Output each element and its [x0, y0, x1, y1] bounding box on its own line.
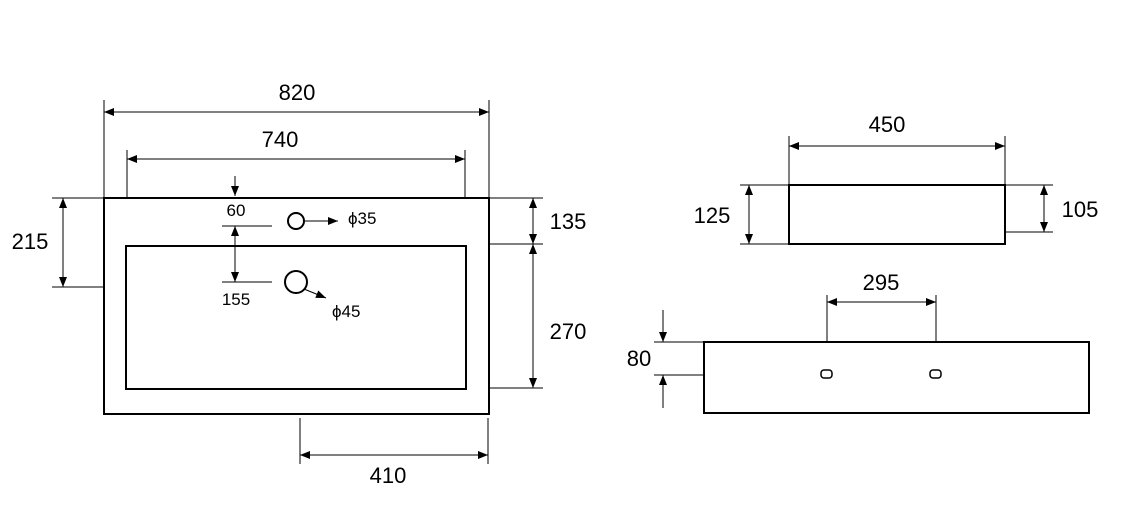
- dim-drain-diameter: ϕ45: [332, 302, 360, 321]
- dim-side-height-left: 125: [694, 203, 731, 228]
- dim-depth-left: 215: [12, 229, 49, 254]
- dim-side-height-right: 105: [1062, 197, 1099, 222]
- front-view-outline: [703, 341, 1090, 414]
- dim-bracket-spacing: 295: [863, 270, 900, 295]
- top-view: 820 740 215 135 270 60 155 ϕ35 ϕ45: [12, 80, 587, 488]
- dim-bracket-height: 80: [627, 346, 651, 371]
- bracket-slot-right: [929, 369, 942, 379]
- dim-tap-hole-diameter: ϕ35: [348, 209, 376, 228]
- side-view-outline: [788, 184, 1006, 245]
- dim-drain-offset: 155: [222, 290, 250, 309]
- bowl-outline: [125, 245, 467, 390]
- dim-bowl-depth: 270: [550, 319, 587, 344]
- dim-inner-width: 740: [262, 127, 299, 152]
- dim-overall-width: 820: [279, 80, 316, 105]
- dim-drain-to-right: 410: [370, 463, 407, 488]
- dim-side-width: 450: [869, 112, 906, 137]
- tap-hole: [287, 212, 305, 230]
- basin-outline: [103, 197, 490, 415]
- bracket-slot-left: [820, 369, 833, 379]
- dim-tap-offset: 60: [227, 201, 246, 220]
- leader-drain: [303, 288, 327, 299]
- front-view: 295 80: [627, 270, 1090, 414]
- dim-back-to-bowl: 135: [550, 209, 587, 234]
- side-view: 450 125 105: [694, 112, 1099, 245]
- drain-hole: [284, 270, 308, 294]
